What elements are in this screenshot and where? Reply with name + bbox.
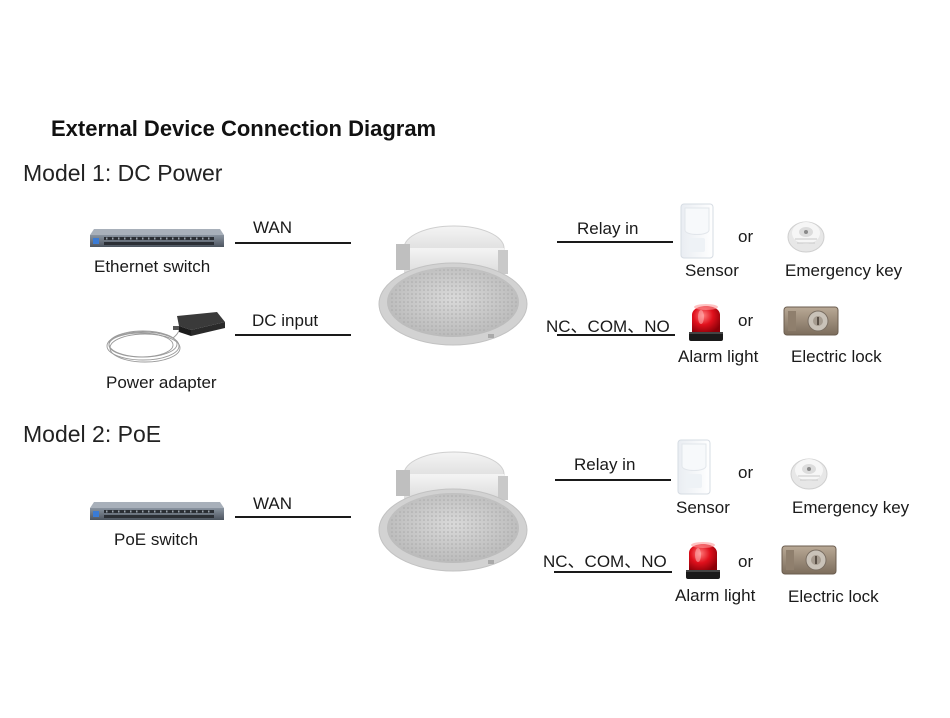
ceiling-speaker-icon [378,451,528,572]
power-adapter-icon [106,312,225,363]
dc-input-label: DC input [252,311,319,330]
or-label: or [738,463,754,482]
nc-com-no-connection-line [557,334,675,336]
or-label: or [738,227,754,246]
dc-input-connection-line [235,334,351,336]
emergency-key-icon [790,458,828,490]
electric-lock-label: Electric lock [788,587,879,606]
diagram-title: External Device Connection Diagram [51,116,437,141]
motion-sensor-icon [677,439,711,495]
poe-switch-label: PoE switch [114,530,199,549]
electric-lock-label: Electric lock [791,347,882,366]
relay-in-connection-line [557,241,673,243]
network-switch-icon [90,229,224,247]
alarm-light-icon [686,542,720,579]
relay-in-connection-line [555,479,671,481]
electric-lock-icon [783,306,839,336]
sensor-label: Sensor [685,261,739,280]
nc-com-no-label: NC、COM、NO [543,552,667,571]
relay-in-label: Relay in [577,219,639,238]
wan-connection-line [235,516,351,518]
nc-com-no-connection-line [554,571,672,573]
ceiling-speaker-icon [378,225,528,346]
sensor-label: Sensor [676,498,730,517]
emergency-key-label: Emergency key [792,498,910,517]
ethernet-switch-label: Ethernet switch [94,257,211,276]
power-adapter-label: Power adapter [106,373,217,392]
wan-label: WAN [253,218,293,237]
network-switch-icon [90,502,224,520]
model-2-heading: Model 2: PoE [23,421,162,447]
emergency-key-icon [787,221,825,253]
motion-sensor-icon [680,203,714,259]
model-1-heading: Model 1: DC Power [23,160,223,186]
nc-com-no-label: NC、COM、NO [546,317,670,336]
alarm-light-label: Alarm light [675,586,756,605]
electric-lock-icon [781,545,837,575]
or-label: or [738,552,754,571]
emergency-key-label: Emergency key [785,261,903,280]
alarm-light-icon [689,304,723,341]
wan-connection-line [235,242,351,244]
alarm-light-label: Alarm light [678,347,759,366]
wan-label: WAN [253,494,293,513]
or-label: or [738,311,754,330]
relay-in-label: Relay in [574,455,636,474]
